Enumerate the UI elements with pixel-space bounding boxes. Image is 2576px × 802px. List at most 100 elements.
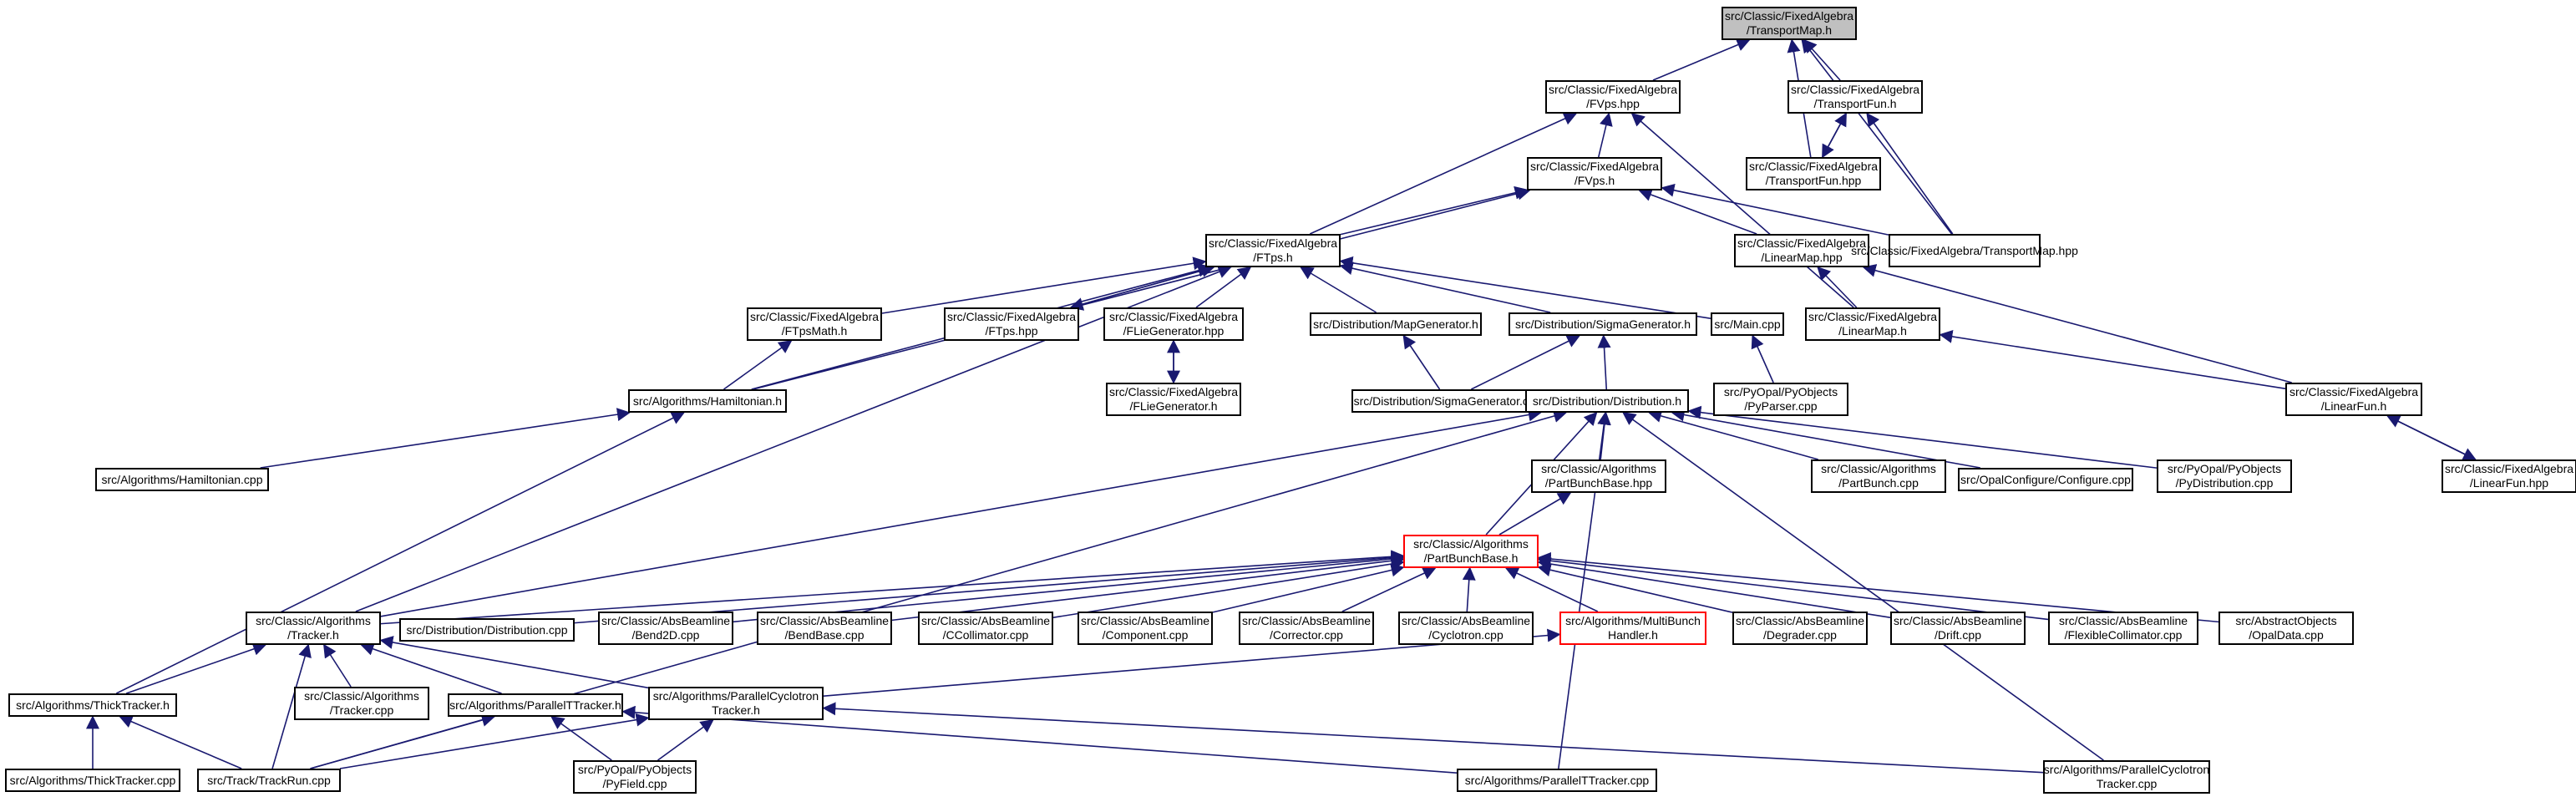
- edge-opaldata_cpp-to-partbunchbase_h: [1537, 552, 2219, 623]
- node-label: src/Classic/FixedAlgebra: [1548, 83, 1678, 96]
- node-label: /FVps.hpp: [1586, 97, 1640, 110]
- node-paralleltracker-cpp[interactable]: src/Algorithms/ParallelTTracker.cpp: [1457, 769, 1657, 792]
- node-label: /PyParser.cpp: [1744, 399, 1818, 413]
- edge-parallelcyclotrontracker_cpp-to-parallelcyclotrontracker_h: [822, 702, 2044, 774]
- node-pydistribution-cpp[interactable]: src/PyOpal/PyObjects/PyDistribution.cpp: [2157, 459, 2292, 493]
- node-label: src/Algorithms/MultiBunch: [1565, 614, 1701, 627]
- node-partbunch-cpp[interactable]: src/Classic/Algorithms/PartBunch.cpp: [1811, 459, 1946, 493]
- node-transportmap-hpp[interactable]: src/Classic/FixedAlgebra/TransportMap.hp…: [1851, 234, 2078, 267]
- node-label: /PyDistribution.cpp: [2175, 476, 2274, 490]
- node-bend2d-cpp[interactable]: src/Classic/AbsBeamline/Bend2D.cpp: [598, 612, 733, 645]
- node-thicktracker-cpp[interactable]: src/Algorithms/ThickTracker.cpp: [5, 769, 180, 792]
- edge-linearmap_h-to-fvps_hpp: [1630, 112, 1854, 308]
- node-thicktracker-h[interactable]: src/Algorithms/ThickTracker.h: [8, 693, 177, 717]
- node-flexiblecollimator-cpp[interactable]: src/Classic/AbsBeamline/FlexibleCollimat…: [2048, 612, 2198, 645]
- node-opaldata-cpp[interactable]: src/AbstractObjects/OpalData.cpp: [2219, 612, 2354, 645]
- node-ftpsmath-h[interactable]: src/Classic/FixedAlgebra/FTpsMath.h: [747, 307, 882, 341]
- edge-linearfun_h-to-linearfun_hpp: [2387, 415, 2477, 460]
- node-label: /TransportFun.hpp: [1765, 174, 1862, 187]
- node-transportmap-h[interactable]: src/Classic/FixedAlgebra/TransportMap.h: [1722, 7, 1857, 40]
- node-component-cpp[interactable]: src/Classic/AbsBeamline/Component.cpp: [1078, 612, 1213, 645]
- edge-ftpsmath_h-to-ftps_h: [881, 256, 1207, 314]
- node-fliegenerator-hpp[interactable]: src/Classic/FixedAlgebra/FLieGenerator.h…: [1103, 307, 1244, 341]
- node-transportfun-hpp[interactable]: src/Classic/FixedAlgebra/TransportFun.hp…: [1746, 157, 1881, 190]
- edge-component_cpp-to-partbunchbase_h: [1212, 563, 1405, 613]
- node-label: src/Classic/FixedAlgebra: [1724, 9, 1854, 23]
- node-corrector-cpp[interactable]: src/Classic/AbsBeamline/Corrector.cpp: [1239, 612, 1374, 645]
- node-label: /Cyclotron.cpp: [1428, 628, 1504, 642]
- node-ccollimator-cpp[interactable]: src/Classic/AbsBeamline/CCollimator.cpp: [918, 612, 1053, 645]
- node-ftps-h[interactable]: src/Classic/FixedAlgebra/FTps.h: [1205, 234, 1341, 267]
- node-transportfun-h[interactable]: src/Classic/FixedAlgebra/TransportFun.h: [1787, 80, 1923, 114]
- node-label: /FLieGenerator.h: [1129, 399, 1218, 413]
- node-sigmagenerator-h[interactable]: src/Distribution/SigmaGenerator.h: [1509, 312, 1697, 336]
- node-mapgenerator-h[interactable]: src/Distribution/MapGenerator.h: [1310, 312, 1482, 336]
- node-label: /FVps.h: [1574, 174, 1615, 187]
- node-sigmagenerator-cpp[interactable]: src/Distribution/SigmaGenerator.cpp: [1351, 389, 1544, 413]
- edge-trackrun_cpp-to-paralleltracker_h: [310, 713, 495, 769]
- node-pyfield-cpp[interactable]: src/PyOpal/PyObjects/PyField.cpp: [573, 760, 697, 794]
- node-label: src/Algorithms/ParallelCyclotron: [2043, 763, 2210, 776]
- node-label: src/Classic/AbsBeamline: [2058, 614, 2188, 627]
- node-fliegenerator-h[interactable]: src/Classic/FixedAlgebra/FLieGenerator.h: [1106, 383, 1241, 416]
- node-linearfun-h[interactable]: src/Classic/FixedAlgebra/LinearFun.h: [2285, 383, 2422, 416]
- edge-partbunchbase_h-to-partbunchbase_hpp: [1498, 492, 1572, 536]
- node-label: /Bend2D.cpp: [631, 628, 700, 642]
- edge-layer: [86, 38, 2477, 774]
- edge-tracker_h-to-partbunchbase_h: [380, 550, 1405, 625]
- node-fvps-hpp[interactable]: src/Classic/FixedAlgebra/FVps.hpp: [1545, 80, 1681, 114]
- node-label: /Degrader.cpp: [1763, 628, 1837, 642]
- edge-transportfun_h-to-transportmap_h: [1803, 38, 1841, 81]
- node-label: src/Algorithms/ParallelTTracker.cpp: [1464, 773, 1650, 787]
- node-degrader-cpp[interactable]: src/Classic/AbsBeamline/Degrader.cpp: [1732, 612, 1868, 645]
- node-label: /TransportMap.h: [1746, 23, 1833, 37]
- edge-trackrun_cpp-to-tracker_h: [271, 643, 312, 769]
- edge-pyfield_cpp-to-parallelcyclotrontracker_h: [657, 719, 714, 761]
- node-label: Tracker.cpp: [2096, 777, 2158, 790]
- node-tracker-cpp[interactable]: src/Classic/Algorithms/Tracker.cpp: [294, 687, 429, 720]
- node-configure-cpp[interactable]: src/OpalConfigure/Configure.cpp: [1958, 468, 2133, 491]
- node-pyparser-cpp[interactable]: src/PyOpal/PyObjects/PyParser.cpp: [1713, 383, 1848, 416]
- node-label: /Corrector.cpp: [1270, 628, 1343, 642]
- node-label: src/Classic/AbsBeamline: [759, 614, 890, 627]
- edge-paralleltracker_h-to-tracker_h: [360, 642, 502, 694]
- node-hamiltonian-h[interactable]: src/Algorithms/Hamiltonian.h: [628, 389, 787, 413]
- node-label: /TransportFun.h: [1813, 97, 1897, 110]
- node-drift-cpp[interactable]: src/Classic/AbsBeamline/Drift.cpp: [1890, 612, 2026, 645]
- node-label: src/Classic/AbsBeamline: [1241, 614, 1372, 627]
- node-label: /LinearFun.h: [2320, 399, 2387, 413]
- node-partbunchbase-h[interactable]: src/Classic/Algorithms/PartBunchBase.h: [1403, 535, 1539, 568]
- node-linearmap-hpp[interactable]: src/Classic/FixedAlgebra/LinearMap.hpp: [1734, 234, 1869, 267]
- node-label: /PartBunch.cpp: [1838, 476, 1919, 490]
- edge-ftps_h-to-fvps_h: [1340, 185, 1529, 236]
- edge-trackrun_cpp-to-parallelcyclotrontracker_h: [339, 713, 650, 769]
- node-label: src/Classic/FixedAlgebra: [749, 310, 880, 323]
- node-partbunchbase-hpp[interactable]: src/Classic/Algorithms/PartBunchBase.hpp: [1531, 459, 1666, 493]
- node-label: /PyField.cpp: [602, 777, 667, 790]
- edge-parallelcyclotrontracker_h-to-tracker_h: [379, 636, 649, 689]
- node-fvps-h[interactable]: src/Classic/FixedAlgebra/FVps.h: [1527, 157, 1662, 190]
- node-label: src/Classic/FixedAlgebra: [1808, 310, 1938, 323]
- node-label: src/OpalConfigure/Configure.cpp: [1960, 472, 2131, 486]
- node-label: /FLieGenerator.hpp: [1123, 324, 1225, 338]
- node-trackrun-cpp[interactable]: src/Track/TrackRun.cpp: [197, 769, 341, 792]
- node-main-cpp[interactable]: src/Main.cpp: [1711, 312, 1784, 336]
- edge-tracker_cpp-to-tracker_h: [323, 643, 352, 688]
- node-linearfun-hpp[interactable]: src/Classic/FixedAlgebra/LinearFun.hpp: [2442, 459, 2576, 493]
- node-bendbase-cpp[interactable]: src/Classic/AbsBeamline/BendBase.cpp: [757, 612, 892, 645]
- node-distribution-h[interactable]: src/Distribution/Distribution.h: [1525, 389, 1689, 413]
- node-hamiltonian-cpp[interactable]: src/Algorithms/Hamiltonian.cpp: [95, 468, 269, 491]
- edge-drift_cpp-to-partbunchbase_h: [1537, 557, 1891, 619]
- node-distribution-cpp[interactable]: src/Distribution/Distribution.cpp: [399, 618, 575, 642]
- edge-hamiltonian_cpp-to-hamiltonian_h: [260, 408, 631, 469]
- node-cyclotron-cpp[interactable]: src/Classic/AbsBeamline/Cyclotron.cpp: [1398, 612, 1534, 645]
- node-tracker-h[interactable]: src/Classic/Algorithms/Tracker.h: [246, 612, 381, 645]
- node-linearmap-h[interactable]: src/Classic/FixedAlgebra/LinearMap.h: [1805, 307, 1940, 341]
- edge-linearfun_h-to-linearmap_hpp: [1862, 264, 2292, 383]
- node-label: src/Classic/Algorithms: [1821, 462, 1936, 475]
- node-ftps-hpp[interactable]: src/Classic/FixedAlgebra/FTps.hpp: [944, 307, 1079, 341]
- node-paralleltracker-h[interactable]: src/Algorithms/ParallelTTracker.h: [448, 693, 623, 717]
